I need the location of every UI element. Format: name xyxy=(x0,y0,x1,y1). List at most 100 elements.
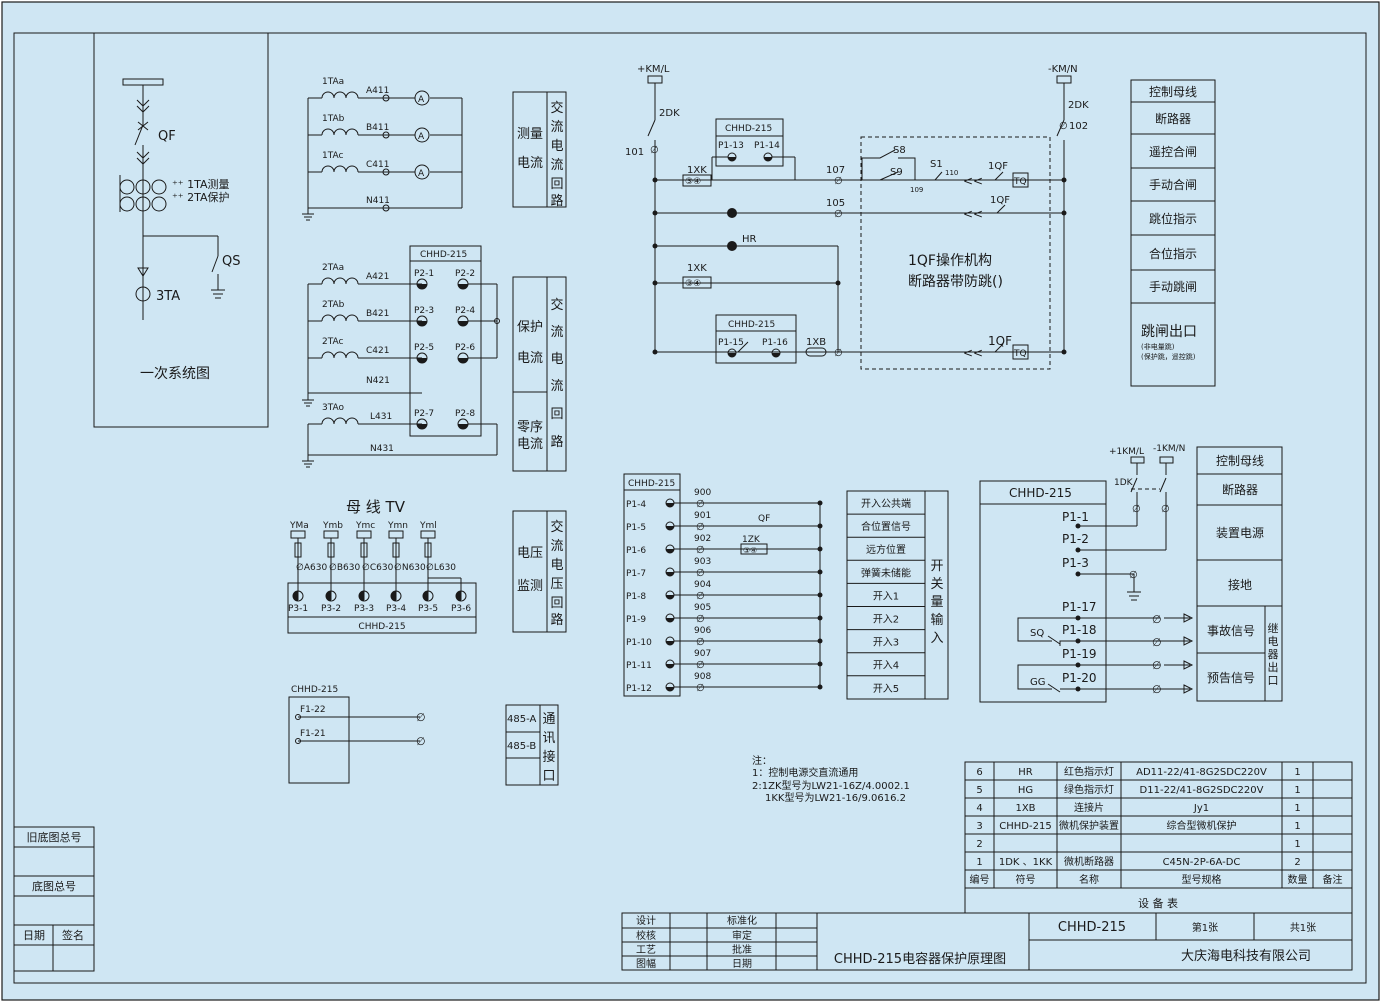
ta2-label: ⁺⁺ 2TA保护 xyxy=(172,190,230,204)
power-relay-circuit: +1KM/L -1KM/N 1DK ∅∅ CHHD-215 P1-1 P1-2 … xyxy=(979,444,1283,703)
svg-text:<<: << xyxy=(963,207,983,221)
svg-text:<<: << xyxy=(963,174,983,188)
svg-text:标准化: 标准化 xyxy=(727,914,757,927)
svg-text:P2-1: P2-1 xyxy=(414,269,434,279)
svg-text:装置电源: 装置电源 xyxy=(1216,526,1264,540)
di-input-label: 开入1 xyxy=(873,591,899,602)
di-wire-label: 903 xyxy=(694,557,711,567)
svg-text:断路器: 断路器 xyxy=(1222,482,1258,497)
svg-text:控制母线: 控制母线 xyxy=(1149,85,1197,99)
svg-text:CHHD-215: CHHD-215 xyxy=(1009,486,1072,500)
svg-text:第1张: 第1张 xyxy=(1192,921,1218,934)
svg-text:∅C630: ∅C630 xyxy=(362,563,394,573)
svg-text:P1-1: P1-1 xyxy=(1062,510,1089,524)
svg-text:∅: ∅ xyxy=(1152,659,1162,672)
svg-text:测量: 测量 xyxy=(517,127,543,142)
bom-cell: 绿色指示灯 xyxy=(1064,783,1114,796)
svg-text:工艺: 工艺 xyxy=(636,944,656,956)
svg-text:1TAc: 1TAc xyxy=(322,151,344,161)
svg-text:∅: ∅ xyxy=(696,637,705,648)
svg-text:485-A: 485-A xyxy=(507,714,536,725)
ta3-label: 3TA xyxy=(156,289,180,304)
svg-text:∅: ∅ xyxy=(1161,504,1170,515)
svg-text:105: 105 xyxy=(826,198,845,209)
svg-text:∅: ∅ xyxy=(696,683,705,694)
bus-tv-title: 母 线 TV xyxy=(346,498,406,516)
bom-cell: 型号规格 xyxy=(1182,873,1222,886)
di-input-label: 开入公共端 xyxy=(861,497,911,510)
svg-text:∅: ∅ xyxy=(696,545,705,556)
svg-text:P3-4: P3-4 xyxy=(386,604,406,614)
bom-cell: 综合型微机保护 xyxy=(1167,819,1237,832)
bom-cell: 5 xyxy=(976,785,982,796)
svg-text:107: 107 xyxy=(826,165,845,176)
svg-text:P2-6: P2-6 xyxy=(455,343,475,353)
primary-system-panel: QF ⁺⁺ 1TA测量 ⁺⁺ 2TA保护 QS 3TA 一次系统图 xyxy=(93,32,269,428)
svg-text:CHHD-215: CHHD-215 xyxy=(628,479,675,489)
svg-text:电流: 电流 xyxy=(517,437,543,452)
svg-text:B421: B421 xyxy=(366,309,389,319)
bom-cell: 编号 xyxy=(970,873,990,886)
svg-text:P1-13: P1-13 xyxy=(718,141,744,151)
svg-text:③④: ③④ xyxy=(685,279,701,289)
bom-cell: 1DK 、1KK xyxy=(999,857,1053,868)
svg-text:P2-8: P2-8 xyxy=(455,409,475,419)
chhd-215-power-block xyxy=(979,480,1107,703)
svg-text:图幅: 图幅 xyxy=(636,957,656,970)
svg-text:∅: ∅ xyxy=(1152,613,1162,626)
bus-tv-circuit: 母 线 TV YMa Ymb Ymc Ymn Yml ∅A630 ∅B630 ∅… xyxy=(287,498,567,634)
svg-text:1TAb: 1TAb xyxy=(322,114,345,124)
svg-text:∅A630: ∅A630 xyxy=(296,563,327,573)
ta1-label: ⁺⁺ 1TA测量 xyxy=(172,178,230,191)
svg-text:+1KM/L: +1KM/L xyxy=(1109,447,1144,457)
bus-tv-vlabel: 交流电压回路 xyxy=(550,519,563,628)
bom-cell: 1 xyxy=(1294,767,1300,778)
svg-text:P1-14: P1-14 xyxy=(754,141,780,151)
svg-text:S8: S8 xyxy=(893,145,906,156)
di-input-label: 弹簧未储能 xyxy=(861,566,911,579)
svg-text:断路器: 断路器 xyxy=(1155,111,1191,126)
svg-text:1QF: 1QF xyxy=(990,195,1010,206)
svg-text:-1KM/N: -1KM/N xyxy=(1153,444,1185,454)
left-margin-table: 旧底图总号 底图总号 日期 签名 xyxy=(13,826,95,972)
di-wire-label: 908 xyxy=(694,672,711,682)
svg-text:审定: 审定 xyxy=(732,929,752,942)
bom-cell: 连接片 xyxy=(1074,801,1104,814)
svg-text:C421: C421 xyxy=(366,346,389,356)
svg-text:110: 110 xyxy=(945,169,958,177)
svg-text:1XK: 1XK xyxy=(687,263,707,274)
chhd-215-p2-block xyxy=(409,245,482,437)
comm-interface: CHHD-215 F1-22 F1-21 ∅ ∅ 485-A 485-B 通讯接… xyxy=(288,685,559,786)
svg-text:∅: ∅ xyxy=(416,711,426,724)
svg-text:TQ: TQ xyxy=(1013,177,1027,187)
svg-text:零序: 零序 xyxy=(517,420,543,435)
di-wire-label: 900 xyxy=(694,488,711,498)
control-function-table: 控制母线 断路器 遥控合闸 手动合闸 跳位指示 合位指示 手动跳闸 跳闸出口 (… xyxy=(1130,79,1216,387)
svg-text:(保护跳，遥控跳): (保护跳，遥控跳) xyxy=(1141,352,1196,361)
chhd-215-di-block xyxy=(623,473,681,697)
svg-text:∅: ∅ xyxy=(416,735,426,748)
svg-text:2TAc: 2TAc xyxy=(322,337,344,347)
svg-text:电流: 电流 xyxy=(517,156,543,171)
svg-text:大庆海电科技有限公司: 大庆海电科技有限公司 xyxy=(1181,949,1311,964)
svg-text:1XB: 1XB xyxy=(806,337,826,348)
chhd-215-p3-block xyxy=(287,582,477,634)
svg-text:③④: ③④ xyxy=(685,177,701,187)
svg-text:P3-2: P3-2 xyxy=(321,604,341,614)
digital-input-circuit: CHHD-215 P1-4900∅P1-5901∅P1-6902∅P1-7903… xyxy=(623,473,949,700)
di-input-label: 开入3 xyxy=(873,638,899,649)
svg-text:CHHD-215: CHHD-215 xyxy=(358,622,405,632)
bom-cell: 1XB xyxy=(1015,803,1035,814)
svg-text:2DK: 2DK xyxy=(659,108,680,119)
qf-label: QF xyxy=(158,129,176,144)
svg-text:1DK: 1DK xyxy=(1114,478,1134,488)
svg-text:∅: ∅ xyxy=(1129,570,1138,581)
svg-text:③④: ③④ xyxy=(743,546,757,555)
bom-cell: 1 xyxy=(1294,821,1300,832)
svg-text:P3-6: P3-6 xyxy=(451,604,471,614)
svg-text:旧底图总号: 旧底图总号 xyxy=(27,830,82,844)
svg-text:485-B: 485-B xyxy=(507,741,536,752)
svg-text:CHHD-215: CHHD-215 xyxy=(728,320,775,330)
di-terminal-label: P1-8 xyxy=(626,592,646,602)
measure-current-circuit: 1TAa 1TAb 1TAc A411 B411 C411 N411 A A A… xyxy=(302,77,567,221)
